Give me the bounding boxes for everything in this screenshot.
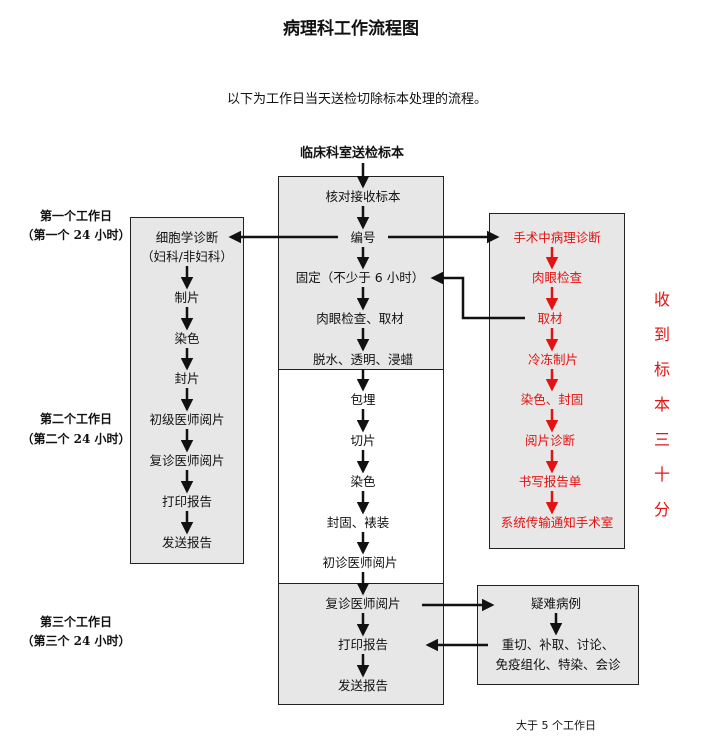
difficult-line1: 重切、补取、讨论、 — [501, 637, 615, 652]
main-step-send: 发送报告 — [337, 678, 389, 693]
frozen-step-cut: 冷冻制片 — [527, 352, 579, 367]
cytology-step-stain: 染色 — [174, 331, 200, 346]
note-char: 三 — [653, 430, 670, 449]
cytology-step-print: 打印报告 — [161, 494, 213, 509]
frozen-step-diagnose: 阅片诊断 — [524, 433, 576, 448]
cytology-step-prep: 制片 — [174, 290, 200, 305]
day1-label: 第一个工作日 — [39, 209, 113, 223]
difficult-title: 疑难病例 — [530, 596, 582, 611]
note-char: 收 — [653, 290, 670, 309]
main-step-mount: 封固、裱装 — [326, 515, 390, 530]
main-step-review-read: 复诊医师阅片 — [325, 596, 401, 611]
frozen-step-report: 书写报告单 — [518, 474, 582, 489]
main-step-embed: 包埋 — [350, 392, 376, 407]
frozen-step-intraop: 手术中病理诊断 — [513, 230, 601, 245]
main-step-print: 打印报告 — [337, 637, 389, 652]
main-step-dehydrate: 脱水、透明、浸蜡 — [312, 352, 414, 367]
main-box-day1 — [278, 176, 444, 370]
note-char: 分 — [653, 500, 670, 519]
arrow-frozen-to-fix — [430, 271, 525, 320]
day2-label: 第二个工作日 — [39, 412, 113, 426]
main-step-section: 切片 — [350, 433, 376, 448]
page-subtitle: 以下为工作日当天送检切除标本处理的流程。 — [226, 92, 488, 107]
frozen-step-notify: 系统传输通知手术室 — [500, 515, 614, 530]
frozen-step-stain-seal: 染色、封固 — [520, 392, 584, 407]
frozen-step-sample: 取材 — [537, 311, 563, 326]
note-char: 本 — [653, 395, 670, 414]
cytology-subtitle: （妇科/非妇科） — [141, 249, 233, 264]
source-label: 临床科室送检标本 — [299, 146, 405, 161]
cytology-step-first-read: 初级医师阅片 — [149, 412, 225, 427]
difficult-line2: 免疫组化、特染、会诊 — [495, 657, 621, 672]
cytology-step-seal: 封片 — [174, 371, 200, 386]
page-title: 病理科工作流程图 — [283, 19, 419, 39]
main-step-first-read: 初诊医师阅片 — [322, 555, 398, 570]
cytology-step-review-read: 复诊医师阅片 — [149, 453, 225, 468]
day2-sublabel: （第二个 24 小时） — [21, 432, 131, 446]
main-step-stain: 染色 — [350, 474, 376, 489]
main-step-number: 编号 — [350, 230, 376, 245]
cytology-step-send: 发送报告 — [161, 535, 213, 550]
difficult-note: 大于 5 个工作日 — [516, 719, 596, 732]
note-char: 十 — [653, 465, 670, 484]
main-step-gross: 肉眼检查、取材 — [316, 311, 404, 326]
main-step-receive: 核对接收标本 — [325, 189, 401, 204]
note-char: 到 — [653, 325, 670, 344]
day3-sublabel: （第三个 24 小时） — [21, 634, 131, 648]
main-box-day3 — [278, 583, 444, 705]
main-step-fix: 固定（不少于 6 小时） — [295, 270, 425, 285]
day1-sublabel: （第一个 24 小时） — [21, 228, 131, 242]
frozen-step-gross: 肉眼检查 — [531, 270, 583, 285]
day3-label: 第三个工作日 — [39, 615, 113, 629]
note-char: 标 — [653, 360, 670, 379]
cytology-title: 细胞学诊断 — [155, 230, 219, 245]
frozen-time-note: 收 到 标 本 三 十 分 — [652, 282, 672, 527]
